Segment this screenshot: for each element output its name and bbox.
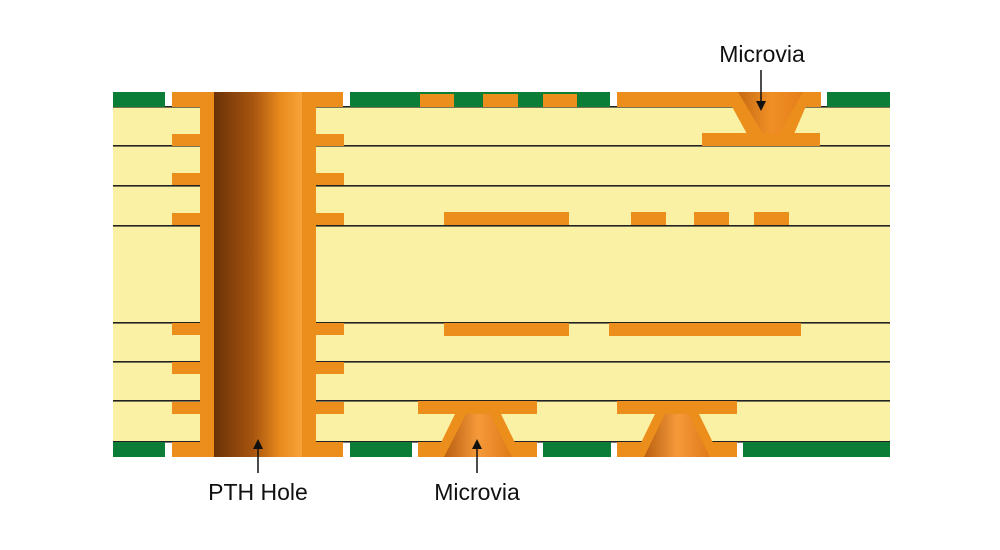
pth-inner-pad [314, 213, 344, 225]
pth-barrel-wall [200, 92, 216, 457]
pth-inner-pad [314, 402, 344, 414]
solder-mask-pad [543, 442, 611, 457]
layer-line [113, 185, 890, 187]
pth-inner-pad [314, 323, 344, 335]
inner-trace [694, 212, 729, 225]
pth-hole [214, 92, 302, 457]
microvia-landing-pad [617, 401, 737, 414]
pth-inner-pad [172, 402, 202, 414]
microvia-bottom-label: Microvia [434, 479, 520, 505]
pth-hole-label: PTH Hole [208, 479, 308, 505]
top-trace [420, 94, 454, 107]
layer-line [113, 361, 890, 363]
microvia-top-fill [738, 92, 803, 134]
pth-inner-pad [172, 323, 202, 335]
inner-trace [444, 323, 569, 336]
solder-mask-pad [743, 442, 890, 457]
microvia-wall [724, 92, 767, 134]
arrow-head-icon [756, 101, 766, 111]
solder-mask-pad [113, 92, 165, 107]
pth-inner-pad [314, 362, 344, 374]
solder-mask-pad [113, 442, 165, 457]
pth-inner-pad [172, 173, 202, 185]
layer-line [113, 400, 890, 402]
microvia-landing-pad [418, 401, 537, 414]
solder-mask-bottom [113, 442, 890, 457]
microvia-landing-pad [702, 133, 820, 146]
pth-inner-pad [314, 134, 344, 146]
pth-inner-pad [172, 213, 202, 225]
layer-line [113, 225, 890, 227]
inner-trace [609, 323, 801, 336]
inner-trace [754, 212, 789, 225]
pth-barrel-wall [300, 92, 316, 457]
pth-inner-pad [172, 134, 202, 146]
pth-inner-pad [172, 362, 202, 374]
inner-trace [444, 212, 569, 225]
layer-line [113, 322, 890, 324]
arrow-head-icon [472, 439, 482, 449]
arrow-head-icon [253, 439, 263, 449]
solder-mask-pad [827, 92, 890, 107]
microvia-top-label: Microvia [719, 41, 805, 67]
top-trace [483, 94, 518, 107]
inner-trace [631, 212, 666, 225]
microvia-bottom-fill [644, 414, 710, 457]
solder-mask-pad [350, 442, 412, 457]
pth-inner-pad [314, 173, 344, 185]
top-trace [543, 94, 577, 107]
callout-arrows [253, 70, 766, 473]
microvia-bottom-fill [444, 414, 512, 457]
layer-line [113, 145, 890, 147]
